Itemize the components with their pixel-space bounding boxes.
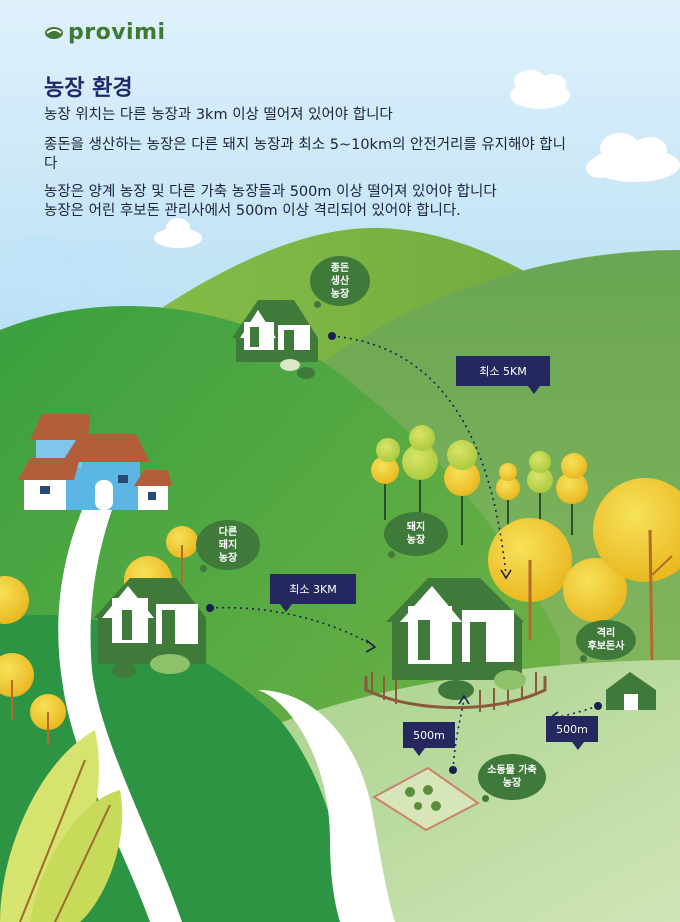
small-livestock-label: 소동물 가축 농장: [478, 754, 546, 802]
distance-tag-500m-left: 500m: [403, 722, 455, 756]
isolation-barn-label: 격리 후보돈사: [576, 620, 636, 662]
breeding-farm-house: [232, 300, 318, 379]
paragraph-4: 농장은 어린 후보돈 관리사에서 500m 이상 격리되어 있어야 합니다.: [44, 203, 461, 219]
distance-tag-5km: 최소 5KM: [456, 356, 550, 394]
provimi-logo: provimi: [44, 20, 166, 45]
paragraph-1: 농장 위치는 다른 농장과 3km 이상 떨어져 있어야 합니다: [44, 107, 393, 123]
brand-name: provimi: [68, 20, 166, 45]
other-pig-farm-label: 다른 돼지 농장: [196, 520, 260, 572]
village-houses: [18, 414, 172, 510]
provimi-leaf-icon: [45, 26, 63, 39]
distance-tag-500m-right: 500m: [546, 716, 598, 750]
paragraph-2: 종돈을 생산하는 농장은 다른 돼지 농장과 최소 5~10km의 안전거리를 …: [44, 137, 566, 172]
pig-farm-label: 돼지 농장: [384, 512, 448, 558]
distance-tag-3km: 최소 3KM: [270, 574, 356, 612]
other-pig-farm-house: [94, 578, 206, 678]
small-livestock-pen: [372, 766, 480, 832]
isolation-barn: [606, 672, 656, 710]
breeding-farm-label: 종돈 생산 농장: [310, 256, 370, 308]
clouds: [0, 70, 680, 297]
pig-farm-house: [364, 578, 547, 712]
page-title: 농장 환경: [44, 76, 133, 101]
paragraph-3: 농장은 양계 농장 및 다른 가축 농장들과 500m 이상 떨어져 있어야 합…: [44, 184, 497, 200]
distance-arrows: [209, 335, 599, 771]
